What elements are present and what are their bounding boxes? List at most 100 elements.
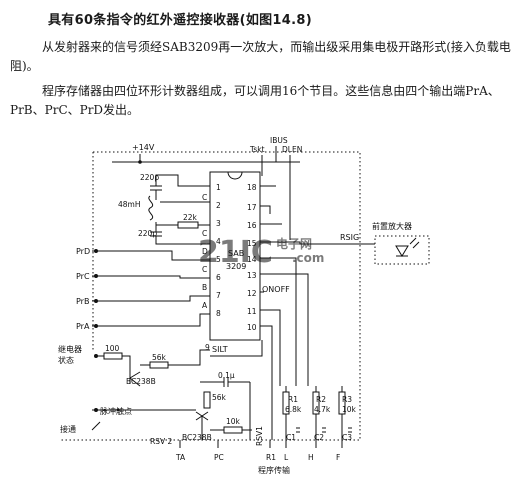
crystal-label: 48mH xyxy=(118,200,141,209)
node-prc xyxy=(94,274,98,278)
c2-label: C2 xyxy=(314,433,324,442)
bottom-pin-leads xyxy=(179,440,343,448)
node-prd xyxy=(94,249,98,253)
silt-label: SILT xyxy=(212,345,228,354)
ic-body xyxy=(209,171,261,341)
r1-value: 6.8k xyxy=(285,405,302,414)
transistor-b xyxy=(195,411,209,440)
silt-wire xyxy=(210,340,263,357)
heading-title: 具有60条指令的红外遥控接收器(如图14.8) xyxy=(48,9,312,28)
res-100 xyxy=(103,352,123,360)
ic-pin-9: 9 xyxy=(205,343,210,352)
rsv2-label: RSV 2 xyxy=(150,437,172,446)
ic-pin-7: 7 xyxy=(216,291,221,300)
pin-letter-d: D xyxy=(202,247,208,256)
r2-value: 4.7k xyxy=(314,405,331,414)
relay-label-line2: 状态 xyxy=(58,355,74,365)
wire-prb xyxy=(92,295,210,302)
ic-pin-15: 15 xyxy=(247,239,257,248)
ic-pin-12: 12 xyxy=(247,289,257,298)
pin-letter-a: A xyxy=(202,301,208,310)
pin-letter-c1: C xyxy=(202,193,207,202)
ic-pin-17: 17 xyxy=(247,203,257,212)
caps-c1-c3 xyxy=(296,427,352,433)
ibus-label: IBUS xyxy=(270,136,288,145)
ic-pin-2: 2 xyxy=(216,201,221,210)
relay-label-line1: 继电器 xyxy=(58,344,82,354)
res-56k-b-label: 56k xyxy=(212,393,227,402)
bottom-pin-pc: PC xyxy=(214,453,224,462)
res-22k-label: 22k xyxy=(183,213,198,222)
ic-pin-11: 11 xyxy=(247,307,257,316)
ic-pin-3: 3 xyxy=(216,219,221,228)
dashed-frame xyxy=(60,151,361,441)
c3-label: C3 xyxy=(342,433,352,442)
onoff-label: ONOFF xyxy=(262,285,290,294)
res-leads xyxy=(285,386,343,440)
rsig-label: RSIG xyxy=(340,233,359,242)
res-100-leads xyxy=(96,355,131,372)
cap-01u xyxy=(200,377,250,387)
right-bus-wires xyxy=(260,257,309,440)
node-pra xyxy=(94,324,98,328)
res-100-label: 100 xyxy=(105,344,120,353)
c1-label: C1 xyxy=(286,433,296,442)
rsv1-label: RSV1 xyxy=(255,426,264,446)
ic-pin-1: 1 xyxy=(216,183,221,192)
wire-pra xyxy=(92,313,210,327)
ic-pin-18: 18 xyxy=(247,183,257,192)
cap-01u-label: 0.1μ xyxy=(218,371,235,380)
figure-reference: (如图14.8) xyxy=(239,13,312,28)
ic-pin-10: 10 xyxy=(247,323,257,332)
cap-bottom xyxy=(150,222,210,245)
cap-top-label: 220p xyxy=(140,173,159,182)
res-22k xyxy=(177,221,199,229)
node-prb xyxy=(94,299,98,303)
watermark-url: .com xyxy=(292,251,324,265)
bottom-pin-r1: R1 xyxy=(266,453,276,462)
ic-pin-13: 13 xyxy=(247,271,257,280)
pin-letter-c2: C xyxy=(202,229,207,238)
paragraph-1: 从发射器来的信号须经SAB3209再一次放大，而输出级采用集电极开路形式(接入负… xyxy=(10,40,511,73)
ic-notch xyxy=(227,171,243,180)
ic-pin-5: 5 xyxy=(216,255,221,264)
wire-prc xyxy=(92,275,210,279)
r1-label: R1 xyxy=(288,395,298,404)
bottom-pin-l: L xyxy=(284,453,289,462)
r2-label: R2 xyxy=(316,395,326,404)
crystal-coil xyxy=(148,195,154,221)
power-label: +14V xyxy=(132,143,155,152)
program-transfer-label: 程序传输 xyxy=(258,465,290,475)
res-56k-a xyxy=(149,361,169,369)
res-10k-label: 10k xyxy=(226,417,241,426)
res-56k-a-leads xyxy=(140,349,210,366)
pulse-contact-label: 脉冲触点 xyxy=(100,406,132,416)
pin-letter-c3: C xyxy=(202,265,207,274)
heading-title-text: 具有60条指令的红外遥控接收器 xyxy=(48,13,240,28)
output-prb: PrB xyxy=(76,297,89,306)
wire-prd xyxy=(92,250,210,261)
top-pin-leads xyxy=(261,155,291,240)
ground-switch xyxy=(91,421,101,431)
power-node xyxy=(138,160,142,164)
bottom-pin-ta: TA xyxy=(175,453,186,462)
ground-contact-label: 接通 xyxy=(60,424,76,434)
pin-letter-b: B xyxy=(202,283,207,292)
light-arrows-icon xyxy=(409,237,420,249)
res-56k-b xyxy=(203,391,211,409)
ic-name: SAB xyxy=(228,249,244,258)
node-relay xyxy=(94,354,98,358)
res-10k xyxy=(223,426,243,434)
transistor-a-label: BC238B xyxy=(126,377,156,386)
ic-pin-16: 16 xyxy=(247,221,257,230)
ic-pin-14: 14 xyxy=(247,255,257,264)
res-56k-a-label: 56k xyxy=(152,353,167,362)
bottom-pin-f: F xyxy=(336,453,340,462)
r3-value: 10k xyxy=(342,405,357,414)
preamp-box xyxy=(374,235,430,265)
cap-bottom-label: 220p xyxy=(138,229,157,238)
preamp-label: 前置放大器 xyxy=(372,221,412,231)
r3-label: R3 xyxy=(342,395,352,404)
output-pra: PrA xyxy=(76,322,90,331)
